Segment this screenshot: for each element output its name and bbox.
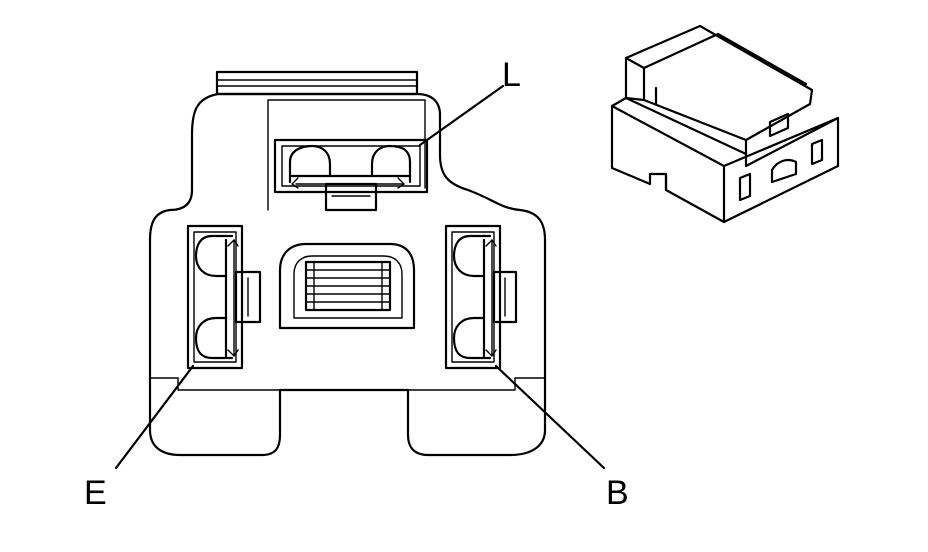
terminal-l: [273, 138, 429, 212]
top-latch: [215, 70, 419, 96]
label-e: E: [84, 474, 107, 512]
housing-shelf: [149, 377, 546, 391]
housing-outline: [148, 92, 547, 457]
leader-lines: [114, 84, 606, 470]
leader-e: [114, 364, 195, 470]
label-b: B: [606, 474, 629, 512]
terminal-b: [444, 224, 518, 370]
connector-isometric: [610, 24, 840, 224]
terminal-e: [186, 224, 262, 370]
label-l: L: [502, 56, 521, 94]
connector-face: [148, 70, 547, 457]
housing-inner-step: [267, 99, 426, 211]
center-lock: [278, 242, 416, 330]
leader-b: [494, 364, 606, 470]
leader-l: [418, 84, 505, 147]
